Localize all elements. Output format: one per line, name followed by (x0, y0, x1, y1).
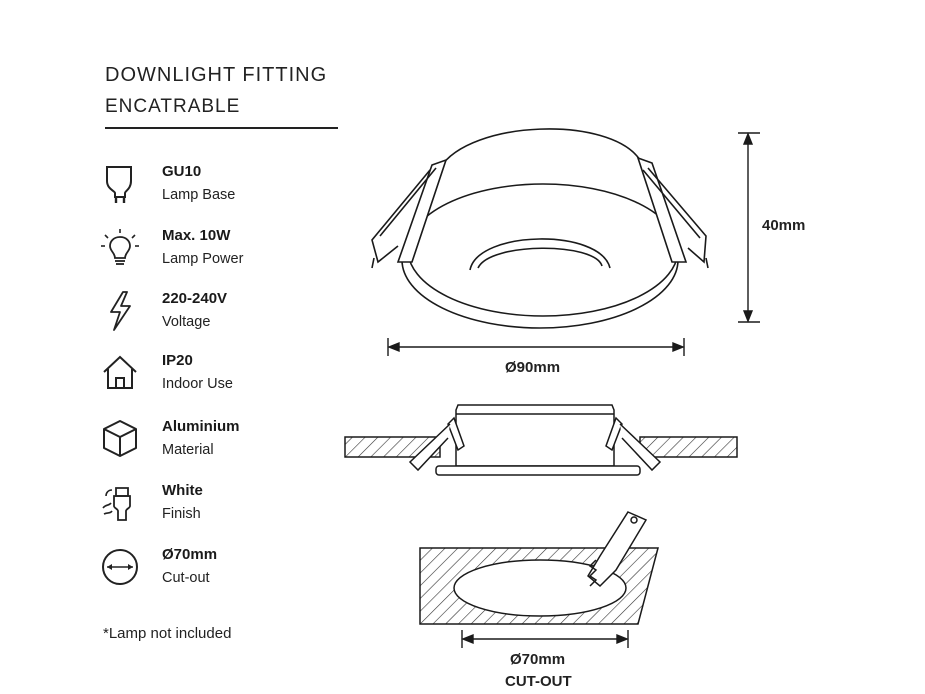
diameter-label: Ø90mm (505, 359, 560, 376)
spec-lamp-power: Max. 10W Lamp Power (100, 227, 360, 279)
spec-ip-rating: IP20 Indoor Use (100, 352, 360, 404)
cutout-circle-icon (102, 549, 138, 585)
spec-finish: White Finish (100, 482, 360, 534)
height-dimension (738, 132, 760, 323)
light-bulb-icon (101, 229, 139, 265)
diameter-dimension (387, 338, 685, 356)
spec-value: White (162, 482, 203, 499)
spec-cutout: Ø70mm Cut-out (100, 546, 360, 598)
spec-voltage: 220-240V Voltage (100, 290, 360, 342)
page-title: DOWNLIGHT FITTING (105, 64, 328, 86)
gu10-bulb-icon (106, 166, 132, 203)
spec-value: IP20 (162, 352, 193, 369)
paint-spray-icon (102, 487, 131, 521)
spec-label: Cut-out (162, 570, 210, 586)
cutout-diameter-label: Ø70mm (510, 651, 565, 668)
cutout-drawing (419, 511, 659, 625)
height-label: 40mm (762, 217, 805, 234)
spec-value: Aluminium (162, 418, 240, 435)
house-icon (103, 355, 137, 389)
footnote: *Lamp not included (103, 625, 232, 642)
spec-label: Lamp Power (162, 251, 244, 267)
lightning-icon (110, 291, 131, 331)
spec-label: Voltage (162, 314, 211, 330)
cutout-label: CUT-OUT (505, 673, 572, 690)
spec-label: Lamp Base (162, 187, 236, 203)
fitting-perspective-drawing (371, 128, 709, 329)
spec-lamp-base: GU10 Lamp Base (100, 163, 360, 215)
spec-label: Finish (162, 506, 201, 522)
spec-value: 220-240V (162, 290, 228, 307)
spec-material: Aluminium Material (100, 418, 360, 470)
spec-value: Max. 10W (162, 227, 231, 244)
hand-saw-icon (587, 511, 648, 588)
cube-icon (103, 420, 137, 457)
spec-value: GU10 (162, 163, 202, 180)
page-subtitle: ENCATRABLE (105, 96, 241, 117)
installed-section-drawing (344, 404, 738, 476)
spec-label: Material (162, 442, 214, 458)
spec-value: Ø70mm (162, 546, 218, 563)
spec-label: Indoor Use (162, 376, 233, 392)
title-divider (105, 127, 338, 129)
cutout-dimension (461, 630, 629, 648)
